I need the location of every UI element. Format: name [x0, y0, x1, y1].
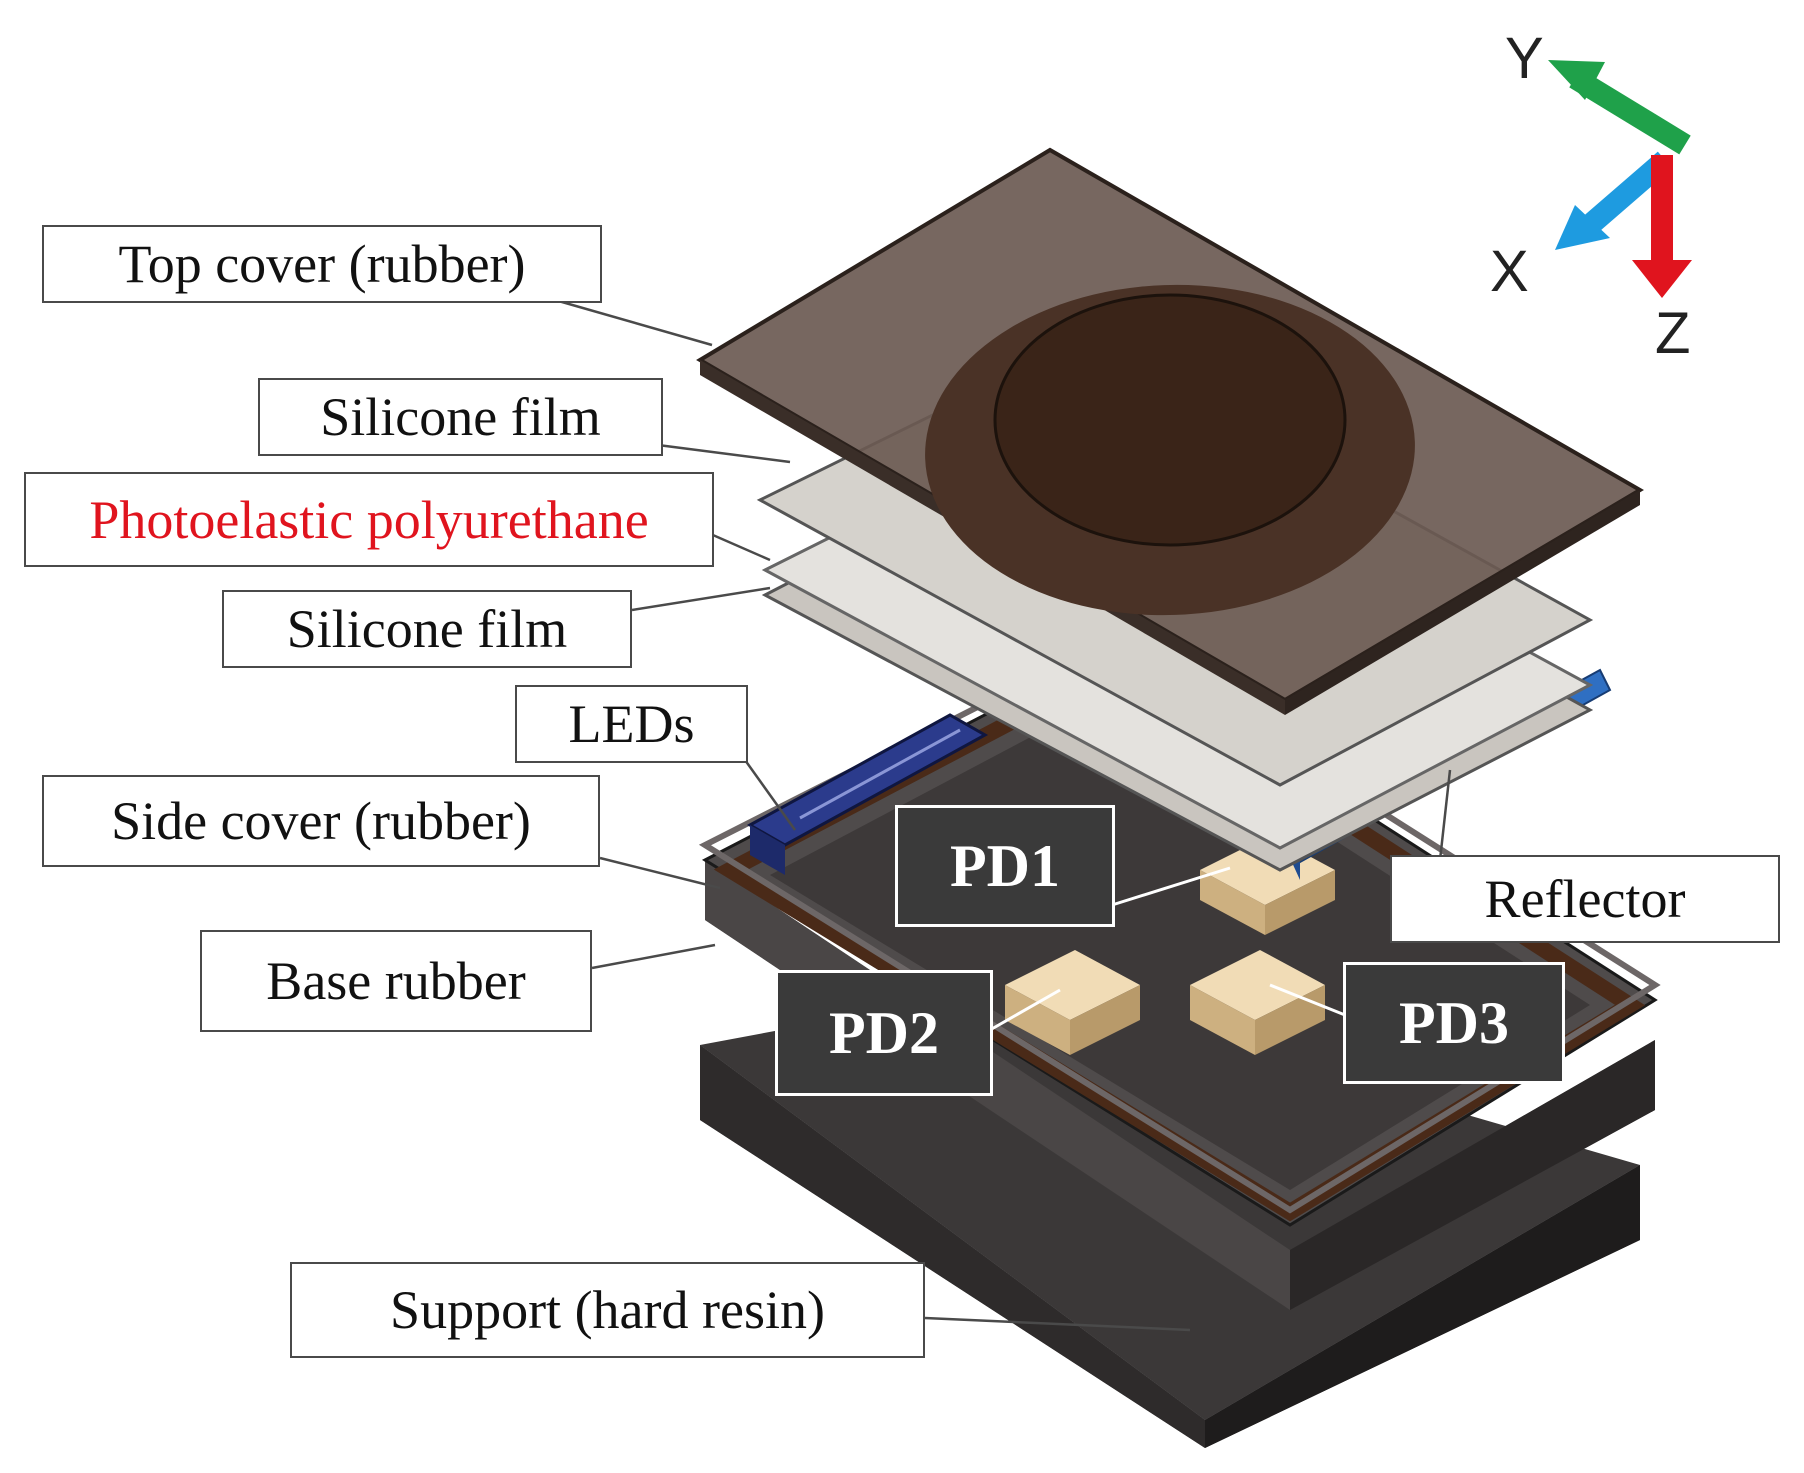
x-axis-arrow-icon	[1555, 205, 1610, 250]
leader-side-cover	[599, 856, 721, 890]
y-axis-shaft	[1569, 68, 1691, 155]
label-leds: LEDs	[515, 685, 748, 763]
label-silicone-film-1: Silicone film	[258, 378, 663, 456]
label-side-cover: Side cover (rubber)	[42, 775, 600, 867]
axis-label-x: X	[1490, 239, 1529, 304]
axis-triad	[1548, 60, 1692, 298]
pd-leader-lines	[989, 866, 1346, 1032]
label-base-rubber: Base rubber	[200, 930, 592, 1032]
label-support: Support (hard resin)	[290, 1262, 925, 1358]
label-reflector: Reflector	[1390, 855, 1780, 943]
label-photoelastic-polyurethane: Photoelastic polyurethane	[24, 472, 714, 567]
leader-pd1	[1111, 866, 1231, 907]
leader-base-rubber	[591, 943, 716, 970]
label-silicone-film-2: Silicone film	[222, 590, 632, 668]
leader-silicone-film-2	[631, 586, 771, 612]
leds-strip	[746, 713, 989, 875]
leader-reflector	[1438, 769, 1452, 861]
leader-pd2	[989, 988, 1061, 1032]
axis-label-z: Z	[1655, 301, 1691, 366]
top-cover	[696, 147, 1644, 715]
leader-support	[924, 1316, 1191, 1332]
leader-pd3	[1269, 983, 1346, 1017]
pd3-chip	[1190, 950, 1325, 1055]
leader-silicone-film-1	[657, 443, 791, 464]
axis-label-y: Y	[1505, 26, 1544, 91]
y-axis-arrow-icon	[1548, 60, 1605, 100]
z-axis-arrow-icon	[1632, 260, 1692, 298]
label-pd2: PD2	[775, 970, 993, 1096]
label-pd1: PD1	[895, 805, 1115, 927]
label-pd3: PD3	[1343, 962, 1565, 1084]
label-top-cover: Top cover (rubber)	[42, 225, 602, 303]
leader-leds	[743, 759, 797, 831]
